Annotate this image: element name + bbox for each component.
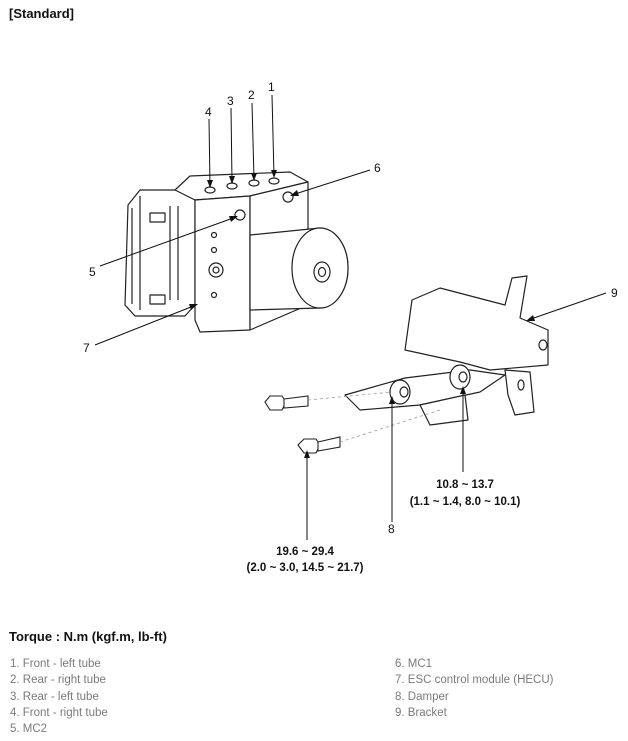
- legend-item-3: 3. Rear - left tube: [10, 690, 99, 703]
- arrow-6: [290, 190, 299, 196]
- legend-right: 6. MC1 7. ESC control module (HECU) 8. D…: [395, 656, 554, 721]
- leader-4: [208, 118, 211, 187]
- port-1: [268, 177, 280, 185]
- callout-5: 5: [89, 265, 96, 279]
- port-5-mc2: [234, 209, 246, 221]
- guide-upper: [307, 391, 393, 401]
- front-face-plug-inner: [212, 266, 220, 274]
- motor-shaft-inner: [317, 266, 327, 278]
- assembly-guides: [307, 391, 441, 443]
- arrow-5: [229, 216, 238, 222]
- callout-9: 9: [611, 286, 618, 300]
- callout-6: 6: [374, 161, 381, 175]
- legend-left: 1. Front - left tube 2. Rear - right tub…: [10, 656, 108, 737]
- hecu-block-front: [194, 195, 251, 333]
- arrow-torque-nut: [460, 386, 466, 394]
- leader-7: [94, 304, 197, 346]
- bracket-vertical-plate: [404, 275, 549, 371]
- callout-2: 2: [248, 88, 255, 102]
- front-face-hole: [210, 291, 218, 299]
- front-face-hole: [210, 246, 218, 254]
- bracket-lower-foot: [419, 394, 469, 426]
- hecu-module: [124, 171, 349, 333]
- torque-unit-label: Torque : N.m (kgf.m, lb-ft): [9, 629, 167, 644]
- damper-left-core: [399, 386, 409, 398]
- legend-item-5: 5. MC2: [10, 723, 48, 736]
- arrow-2: [251, 173, 257, 181]
- torque-bolt-alt: (2.0 ~ 3.0, 14.5 ~ 21.7): [247, 562, 364, 574]
- bolt-lower-shank: [317, 436, 341, 452]
- legend-item-4: 4. Front - right tube: [10, 706, 108, 719]
- leader-3: [230, 107, 233, 183]
- arrow-1: [271, 170, 277, 178]
- bolt-upper-head: [264, 395, 287, 411]
- torque-bolt-nm: 19.6 ~ 29.4: [276, 546, 334, 558]
- leader-1: [271, 94, 275, 177]
- arrow-8: [389, 396, 395, 404]
- callout-8: 8: [388, 522, 395, 536]
- hecu-connector-latch: [149, 212, 166, 305]
- arrow-7: [189, 304, 198, 310]
- leader-arrows: [189, 170, 535, 458]
- leader-lines: [94, 94, 607, 540]
- bolt-upper-shank: [283, 395, 309, 409]
- damper-right-core: [458, 371, 468, 383]
- section-heading: [Standard]: [9, 6, 74, 21]
- leader-9: [527, 292, 607, 321]
- callout-7: 7: [83, 341, 90, 355]
- arrow-3: [229, 176, 235, 184]
- legend-item-8: 8. Damper: [395, 690, 449, 703]
- arrow-torque-bolt: [304, 450, 310, 458]
- leader-5: [99, 216, 237, 267]
- callout-1: 1: [268, 80, 275, 94]
- hecu-connector-face: [131, 196, 179, 310]
- bracket-lower-tab: [504, 369, 535, 416]
- arrow-4: [207, 180, 213, 188]
- legend-item-1: 1. Front - left tube: [10, 658, 101, 670]
- leader-6: [291, 169, 371, 196]
- bracket: [344, 275, 549, 426]
- legend-item-6: 6. MC1: [395, 658, 433, 670]
- leader-2: [251, 102, 255, 180]
- callout-3: 3: [227, 94, 234, 108]
- bolt-lower-head: [297, 438, 321, 454]
- front-face-hole: [210, 231, 218, 239]
- bolt-lower: [297, 436, 341, 454]
- bracket-hole: [538, 339, 548, 351]
- legend-item-7: 7. ESC control module (HECU): [395, 674, 554, 687]
- esc-assembly-diagram: 1 2 3 4 5 6 7 8 9 10.8 ~ 13.7 (1.1 ~ 1.4…: [83, 80, 618, 574]
- legend-item-9: 9. Bracket: [395, 706, 447, 719]
- callout-4: 4: [205, 105, 212, 119]
- bracket-tab-hole: [517, 379, 525, 391]
- port-6-mc1: [282, 191, 294, 203]
- arrow-9: [526, 315, 535, 321]
- torque-nut-nm: 10.8 ~ 13.7: [436, 479, 494, 491]
- torque-nut-alt: (1.1 ~ 1.4, 8.0 ~ 10.1): [410, 496, 521, 508]
- legend-item-2: 2. Rear - right tube: [10, 674, 106, 687]
- bolt-upper: [264, 395, 309, 411]
